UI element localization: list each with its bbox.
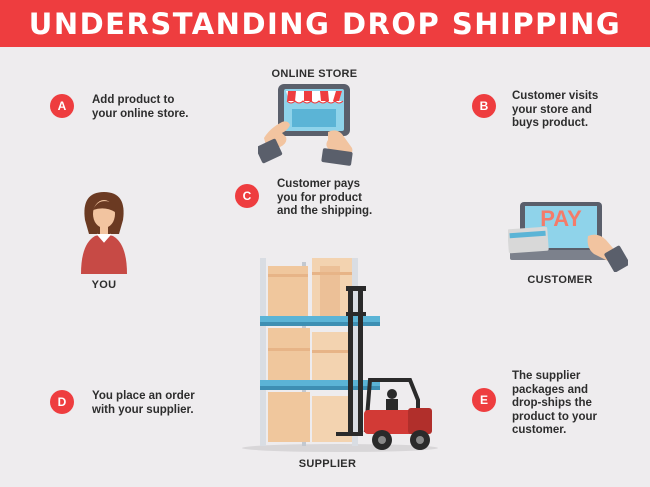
- step-e: E The supplier packages and drop-ships t…: [472, 370, 597, 438]
- step-b: B Customer visits your store and buys pr…: [472, 90, 598, 131]
- step-d-badge: D: [50, 390, 74, 414]
- pay-text: PAY: [540, 206, 582, 231]
- step-d: D You place an order with your supplier.: [50, 390, 195, 417]
- step-e-badge: E: [472, 388, 496, 412]
- step-a-text: Add product to your online store.: [92, 94, 189, 120]
- step-b-text: Customer visits your store and buys prod…: [512, 90, 599, 129]
- step-a-badge: A: [50, 94, 74, 118]
- supplier-label: SUPPLIER: [298, 458, 357, 470]
- step-e-text: The supplier packages and drop-ships the…: [512, 370, 597, 436]
- online-store-label: ONLINE STORE: [271, 68, 358, 80]
- you-label: YOU: [91, 279, 117, 291]
- step-a: A Add product to your online store.: [50, 94, 189, 121]
- step-d-text: You place an order with your supplier.: [92, 390, 195, 416]
- title-banner: UNDERSTANDING DROP SHIPPING: [0, 0, 650, 47]
- step-b-badge: B: [472, 94, 496, 118]
- online-store-tablet-icon: [258, 84, 353, 166]
- step-c-badge: C: [235, 184, 259, 208]
- page-title: UNDERSTANDING DROP SHIPPING: [28, 6, 622, 41]
- woman-avatar-icon: [81, 192, 127, 274]
- supplier-warehouse-illustration: [242, 258, 438, 452]
- step-c: C Customer pays you for product and the …: [235, 178, 372, 219]
- customer-pay-laptop-icon: PAY: [508, 202, 628, 272]
- step-c-text: Customer pays you for product and the sh…: [277, 178, 373, 217]
- customer-label: CUSTOMER: [527, 274, 593, 286]
